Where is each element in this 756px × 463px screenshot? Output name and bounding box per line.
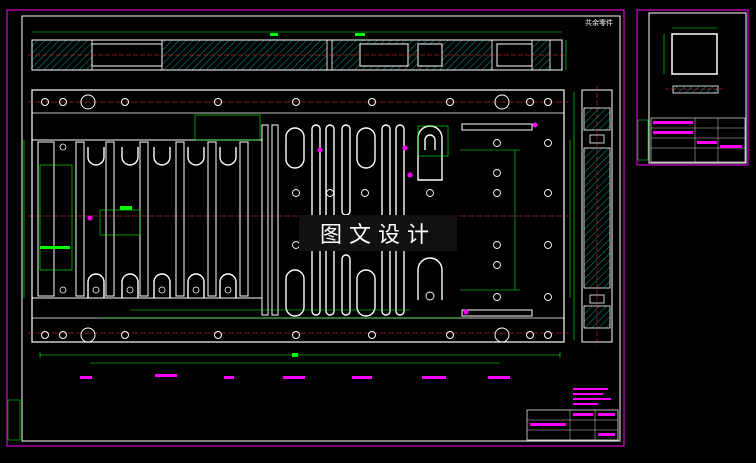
side-part-bar: [672, 85, 719, 94]
side-title-block: [637, 117, 746, 163]
watermark-text: 图文设计: [319, 223, 436, 248]
side-sheet-inner-frame: [648, 12, 747, 164]
top-section-view: [28, 31, 567, 71]
side-part-square: [671, 33, 718, 75]
main-title-block: [7, 388, 619, 441]
main-sheet-inner-frame: [21, 15, 621, 442]
right-side-view: [581, 86, 613, 346]
watermark-banner: 图文设计: [299, 215, 457, 251]
side-sheet-border: [636, 9, 749, 166]
main-sheet-border: [6, 9, 625, 447]
corner-label: 共余零件: [585, 19, 613, 27]
